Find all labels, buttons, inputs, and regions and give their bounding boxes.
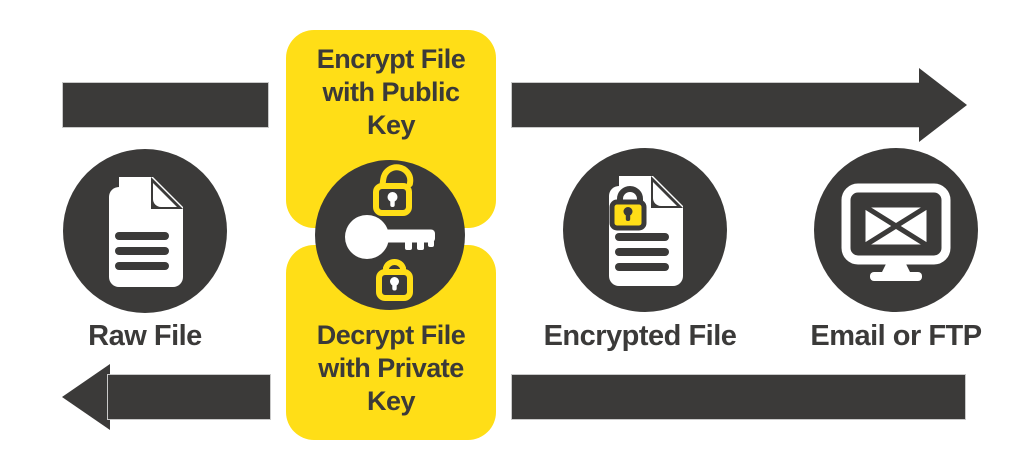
left-arrowhead-icon <box>62 364 110 430</box>
locked-document-icon <box>563 148 727 312</box>
key-icon <box>315 160 465 310</box>
decrypt-box-label: Decrypt File with Private Key <box>316 320 466 416</box>
padlock-closed-icon <box>376 259 413 301</box>
document-icon <box>63 149 227 313</box>
encrypted-file-label: Encrypted File <box>543 320 737 352</box>
encrypt-box: Encrypt File with Public Key <box>286 30 496 228</box>
raw-file-label: Raw File <box>88 320 202 352</box>
email-ftp-label: Email or FTP <box>810 320 982 352</box>
bottom-arrow-shaft-left <box>108 375 270 419</box>
encrypt-box-label: Encrypt File with Public Key <box>316 44 466 140</box>
file-padlock-icon <box>609 186 647 231</box>
decrypt-box: Decrypt File with Private Key <box>286 245 496 440</box>
right-arrowhead-icon <box>919 68 967 142</box>
top-arrow-shaft-left <box>63 83 268 127</box>
monitor-email-icon <box>814 148 978 312</box>
bottom-arrow-shaft-right <box>512 375 965 419</box>
top-arrow-shaft-right <box>512 83 925 127</box>
key-glyph <box>345 215 435 259</box>
padlock-open-icon <box>373 164 414 216</box>
